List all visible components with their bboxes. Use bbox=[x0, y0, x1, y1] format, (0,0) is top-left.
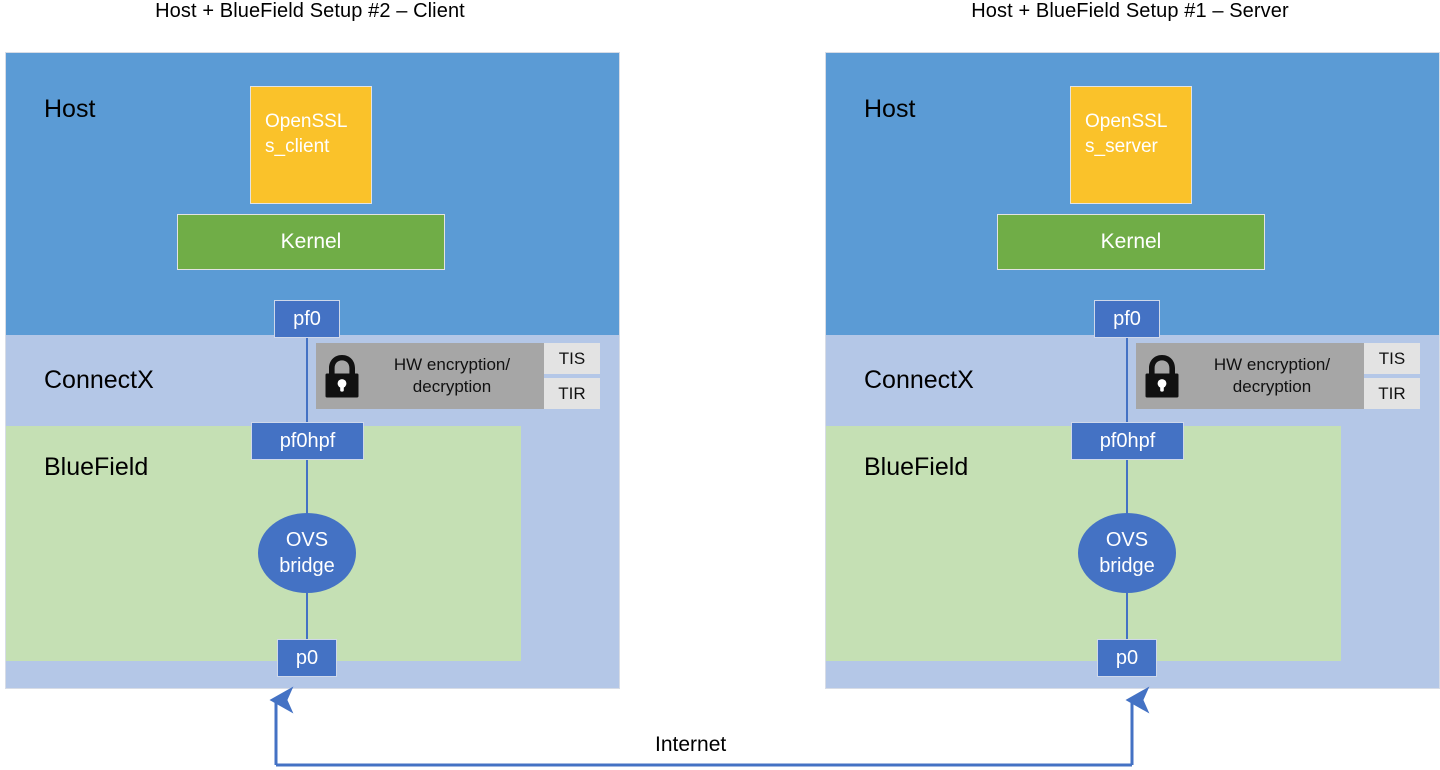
tis-box-server[interactable]: TIS bbox=[1364, 343, 1420, 374]
panel-title-client: Host + BlueField Setup #2 – Client bbox=[155, 0, 465, 22]
port-pf0hpf-client[interactable]: pf0hpf bbox=[251, 422, 364, 460]
hw-encryption-group-client: HW encryption/ decryption TIS TIR bbox=[316, 343, 600, 409]
ovs-bridge-line2: bridge bbox=[1099, 555, 1155, 577]
hw-encryption-box-client[interactable]: HW encryption/ decryption bbox=[316, 343, 544, 409]
tir-box-client[interactable]: TIR bbox=[544, 378, 600, 409]
setup-panel-server: Host ConnectX BlueField OpenSSL s_server… bbox=[825, 52, 1440, 689]
lock-icon bbox=[320, 351, 364, 401]
hw-encryption-line1: HW encryption/ bbox=[393, 355, 511, 374]
port-p0-client[interactable]: p0 bbox=[277, 639, 337, 677]
bluefield-layer-label-client: BlueField bbox=[44, 453, 149, 481]
host-layer-label-server: Host bbox=[864, 95, 916, 123]
ti-column-client: TIS TIR bbox=[544, 343, 600, 409]
hw-encryption-label-client: HW encryption/ decryption bbox=[364, 354, 544, 398]
port-pf0-server[interactable]: pf0 bbox=[1094, 300, 1160, 338]
ovs-bridge-line2: bridge bbox=[279, 555, 335, 577]
ovs-bridge-line1: OVS bbox=[1105, 529, 1149, 551]
setup-panel-client: Host ConnectX BlueField OpenSSL s_client… bbox=[5, 52, 620, 689]
ovs-bridge-client[interactable]: OVS bridge bbox=[258, 513, 356, 593]
openssl-app-box-client[interactable]: OpenSSL s_client bbox=[250, 86, 372, 204]
connectx-layer-label-server: ConnectX bbox=[864, 366, 974, 394]
wire-pf0-to-pf0hpf-server bbox=[1126, 331, 1128, 441]
bluefield-layer-label-server: BlueField bbox=[864, 453, 969, 481]
hw-encryption-line2: decryption bbox=[412, 377, 492, 396]
wire-ovs-to-p0-client bbox=[306, 593, 308, 659]
wire-pf0hpf-to-ovs-client bbox=[306, 453, 308, 521]
hw-encryption-line1: HW encryption/ bbox=[1213, 355, 1331, 374]
hw-encryption-label-server: HW encryption/ decryption bbox=[1184, 354, 1364, 398]
internet-label: Internet bbox=[655, 733, 727, 756]
hw-encryption-line2: decryption bbox=[1232, 377, 1312, 396]
hw-encryption-group-server: HW encryption/ decryption TIS TIR bbox=[1136, 343, 1420, 409]
host-layer-label-client: Host bbox=[44, 95, 96, 123]
openssl-app-line1: OpenSSL bbox=[265, 111, 348, 132]
port-pf0-client[interactable]: pf0 bbox=[274, 300, 340, 338]
ti-column-server: TIS TIR bbox=[1364, 343, 1420, 409]
tis-box-client[interactable]: TIS bbox=[544, 343, 600, 374]
port-p0-server[interactable]: p0 bbox=[1097, 639, 1157, 677]
kernel-box-server[interactable]: Kernel bbox=[997, 214, 1265, 270]
kernel-box-client[interactable]: Kernel bbox=[177, 214, 445, 270]
openssl-app-line1: OpenSSL bbox=[1085, 111, 1168, 132]
wire-ovs-to-p0-server bbox=[1126, 593, 1128, 659]
openssl-app-box-server[interactable]: OpenSSL s_server bbox=[1070, 86, 1192, 204]
ovs-bridge-server[interactable]: OVS bridge bbox=[1078, 513, 1176, 593]
openssl-app-line2: s_server bbox=[1085, 136, 1158, 157]
lock-icon bbox=[1140, 351, 1184, 401]
port-pf0hpf-server[interactable]: pf0hpf bbox=[1071, 422, 1184, 460]
ovs-bridge-line1: OVS bbox=[285, 529, 329, 551]
openssl-app-line2: s_client bbox=[265, 136, 330, 157]
wire-pf0hpf-to-ovs-server bbox=[1126, 453, 1128, 521]
panel-title-server: Host + BlueField Setup #1 – Server bbox=[971, 0, 1289, 22]
tir-box-server[interactable]: TIR bbox=[1364, 378, 1420, 409]
wire-pf0-to-pf0hpf-client bbox=[306, 331, 308, 441]
hw-encryption-box-server[interactable]: HW encryption/ decryption bbox=[1136, 343, 1364, 409]
connectx-layer-label-client: ConnectX bbox=[44, 366, 154, 394]
